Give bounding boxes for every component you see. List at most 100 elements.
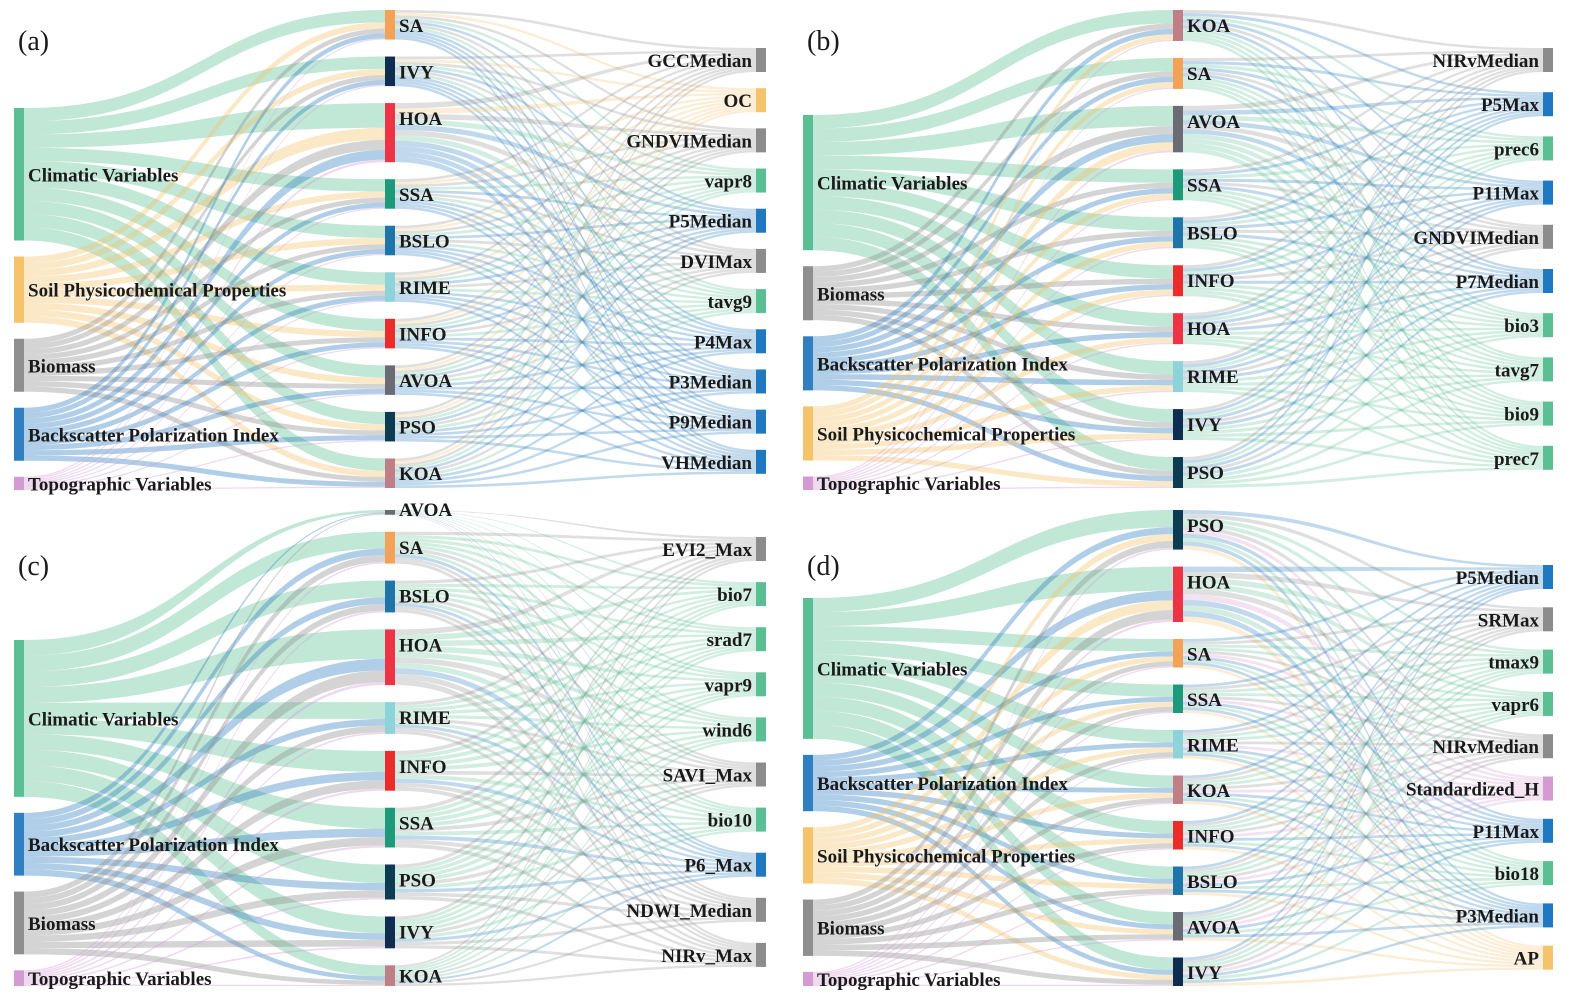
algorithm-label-koa: KOA xyxy=(399,967,443,988)
link-source-algorithm xyxy=(813,838,1173,867)
link-source-algorithm xyxy=(813,866,1173,889)
link-algorithm-feature xyxy=(1183,235,1543,326)
link-algorithm-feature xyxy=(1183,755,1543,972)
source-node-biomass xyxy=(803,266,813,321)
link-algorithm-feature xyxy=(395,149,756,467)
link-source-algorithm xyxy=(813,28,1173,342)
feature-node-srmax xyxy=(1543,607,1553,632)
algorithm-node-ssa xyxy=(1173,169,1183,201)
link-algorithm-feature xyxy=(1183,34,1543,405)
source-node-topographic-variables xyxy=(803,971,813,986)
source-node-climatic-variables xyxy=(14,108,24,241)
link-algorithm-feature xyxy=(395,778,756,868)
link-source-algorithm xyxy=(813,196,1173,327)
link-algorithm-feature xyxy=(395,388,756,437)
link-algorithm-feature xyxy=(1183,334,1543,479)
link-source-algorithm xyxy=(813,236,1173,471)
algorithm-node-pso xyxy=(385,864,395,900)
link-source-algorithm xyxy=(24,200,385,378)
feature-node-vhmedian xyxy=(756,449,766,474)
feature-label-tmax9: tmax9 xyxy=(1488,653,1539,674)
link-algorithm-feature xyxy=(1183,925,1543,984)
link-source-algorithm xyxy=(24,512,385,820)
feature-node-vapr6 xyxy=(1543,691,1553,716)
links xyxy=(24,10,756,490)
link-algorithm-feature xyxy=(1183,751,1543,881)
link-source-algorithm xyxy=(813,540,1173,906)
feature-label-nirvmedian: NIRvMedian xyxy=(1432,737,1539,758)
link-algorithm-feature xyxy=(1183,341,1543,463)
link-algorithm-feature xyxy=(1183,594,1543,782)
link-algorithm-feature xyxy=(395,386,756,390)
link-algorithm-feature xyxy=(395,36,756,453)
link-algorithm-feature xyxy=(1183,67,1543,413)
link-source-algorithm xyxy=(813,150,1173,481)
link-algorithm-feature xyxy=(395,129,756,257)
link-algorithm-feature xyxy=(1183,385,1543,421)
link-algorithm-feature xyxy=(1183,37,1543,449)
link-algorithm-feature xyxy=(395,100,756,278)
link-source-algorithm xyxy=(813,797,1173,934)
link-algorithm-feature xyxy=(395,187,756,423)
link-algorithm-feature xyxy=(395,244,756,342)
link-algorithm-feature xyxy=(1183,148,1543,275)
link-algorithm-feature xyxy=(395,303,756,338)
link-source-algorithm xyxy=(24,897,385,983)
link-algorithm-feature xyxy=(1183,232,1543,281)
link-algorithm-feature xyxy=(395,551,756,812)
link-source-algorithm xyxy=(813,799,1173,930)
link-algorithm-feature xyxy=(395,693,756,974)
link-source-algorithm xyxy=(813,888,1173,945)
algorithm-node-ivy xyxy=(385,56,395,87)
link-source-algorithm xyxy=(24,734,385,829)
link-algorithm-feature xyxy=(1183,838,1543,932)
algorithm-node-info xyxy=(385,750,395,791)
link-algorithm-feature xyxy=(395,646,756,682)
algorithm-node-sa xyxy=(385,531,395,564)
source-node-biomass xyxy=(14,338,24,392)
link-algorithm-feature xyxy=(1183,666,1543,876)
algorithm-node-pso xyxy=(385,411,395,442)
link-algorithm-feature xyxy=(1183,704,1543,871)
link-algorithm-feature xyxy=(1183,798,1543,975)
link-algorithm-feature xyxy=(1183,619,1543,782)
algorithm-node-pso xyxy=(1173,457,1183,488)
link-algorithm-feature xyxy=(395,544,756,635)
link-algorithm-feature xyxy=(395,102,756,325)
link-algorithm-feature xyxy=(1183,155,1543,419)
link-algorithm-feature xyxy=(395,826,756,939)
link-algorithm-feature xyxy=(1183,195,1543,326)
link-algorithm-feature xyxy=(1183,577,1543,779)
link-algorithm-feature xyxy=(1183,109,1543,368)
link-source-algorithm xyxy=(813,342,1173,486)
link-algorithm-feature xyxy=(1183,97,1543,116)
link-algorithm-feature xyxy=(395,185,756,377)
link-algorithm-feature xyxy=(1183,190,1543,230)
link-algorithm-feature xyxy=(1183,285,1543,380)
algorithm-label-avoa: AVOA xyxy=(1187,112,1240,133)
link-algorithm-feature xyxy=(395,227,756,426)
link-algorithm-feature xyxy=(1183,747,1543,831)
link-algorithm-feature xyxy=(1183,621,1543,827)
link-algorithm-feature xyxy=(1183,13,1543,95)
link-algorithm-feature xyxy=(1183,708,1543,878)
source-label-biomass: Biomass xyxy=(28,356,96,377)
link-source-algorithm xyxy=(24,765,385,934)
link-source-algorithm xyxy=(813,332,1173,375)
link-algorithm-feature xyxy=(395,337,756,347)
link-source-algorithm xyxy=(24,435,385,456)
link-algorithm-feature xyxy=(1183,133,1543,321)
link-source-algorithm xyxy=(813,169,1173,231)
link-algorithm-feature xyxy=(1183,129,1543,277)
algorithm-node-ssa xyxy=(1173,684,1183,713)
feature-node-savi-max xyxy=(756,762,766,787)
source-node-backscatter-polarization-index xyxy=(14,407,24,461)
link-algorithm-feature xyxy=(1183,650,1543,742)
algorithm-node-info xyxy=(1173,821,1183,850)
link-algorithm-feature xyxy=(395,510,756,585)
source-label-soil-physicochemical-properties: Soil Physicochemical Properties xyxy=(817,424,1075,445)
link-algorithm-feature xyxy=(395,639,756,763)
link-algorithm-feature xyxy=(1183,246,1543,473)
link-source-algorithm xyxy=(813,950,1173,985)
feature-label-tavg9: tavg9 xyxy=(708,292,752,313)
